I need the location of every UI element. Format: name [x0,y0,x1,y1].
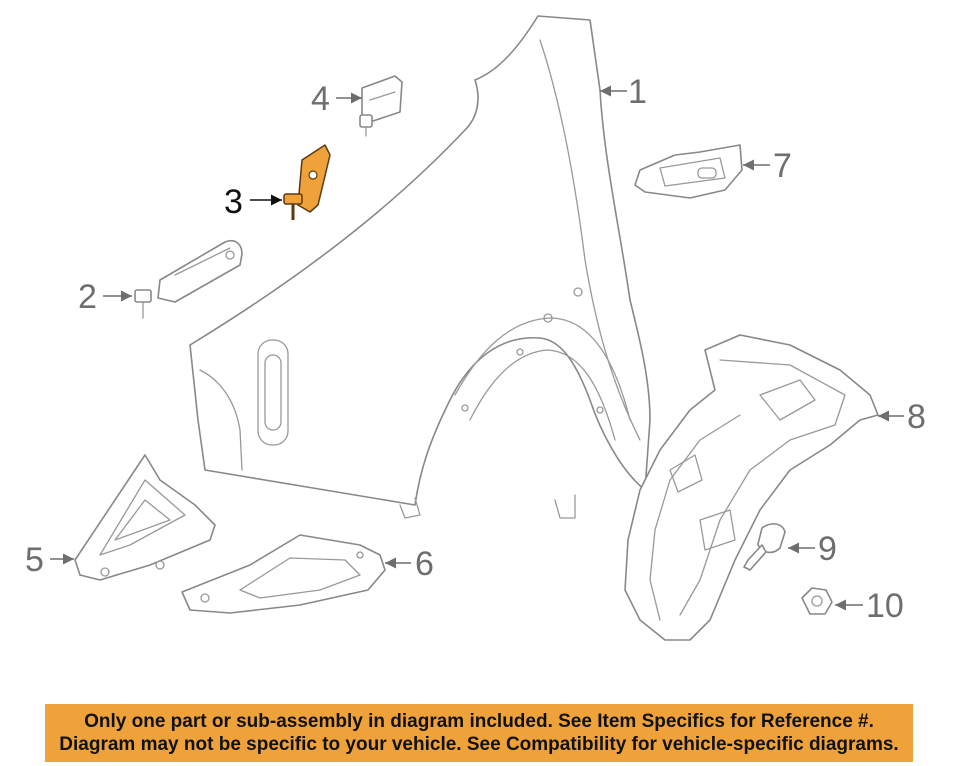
parts-diagram: 1 2 3 4 5 6 7 8 9 10 [25,15,926,641]
callout-2: 2 [78,278,97,316]
callout-6: 6 [415,545,434,583]
callout-5: 5 [25,541,44,579]
callout-4: 4 [311,80,330,118]
fender-part-1 [189,15,651,519]
support-bracket-part-5 [74,454,216,581]
highlighted-bracket-part-3 [283,144,331,220]
push-pin-part-9 [743,523,786,571]
clip-part-4 [359,75,403,137]
notice-line-2: Diagram may not be specific to your vehi… [59,734,899,755]
callout-9: 9 [818,530,837,568]
notice-banner: Only one part or sub-assembly in diagram… [45,704,913,762]
rear-bracket-part-7 [634,144,743,199]
callout-8: 8 [907,398,926,436]
callout-3: 3 [224,183,243,221]
nut-part-10 [801,587,833,615]
mounting-plate-part-6 [181,534,386,614]
callout-1: 1 [628,73,647,111]
fender-liner-part-8 [624,334,879,641]
callout-7: 7 [773,147,792,185]
callout-10: 10 [866,587,904,625]
notice-line-1: Only one part or sub-assembly in diagram… [84,711,874,732]
bracket-part-2 [134,239,243,319]
